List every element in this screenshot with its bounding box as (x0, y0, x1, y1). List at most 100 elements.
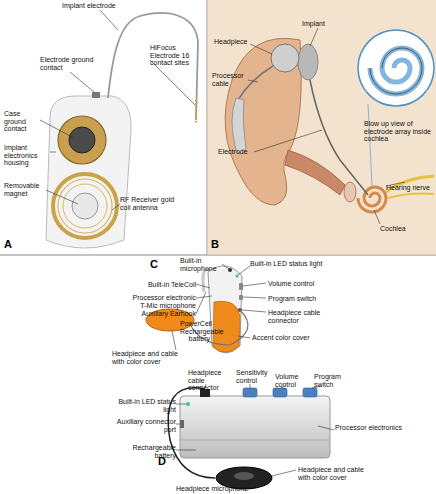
part-label: Headpiece and cable with color cover (298, 466, 378, 481)
part-label: Built-in microphone (180, 257, 228, 272)
cochlea-section (370, 48, 422, 94)
part-label: Auxiliary connector port (116, 418, 176, 433)
part-label: PowerCell Rechargeable battery (180, 320, 210, 343)
leader-line (254, 130, 322, 152)
leader-line (196, 284, 210, 288)
part-label: Removable magnet (4, 182, 48, 197)
ear-processor-drawing (146, 266, 248, 353)
part-label: Blow up view of electrode array inside c… (364, 120, 434, 143)
leader-line (112, 204, 120, 210)
electrode-lead (108, 13, 198, 120)
leader-line (250, 384, 251, 388)
part-label: Sensitivity control (236, 369, 272, 384)
led-light (186, 402, 190, 406)
headpiece-disc (271, 44, 299, 72)
part-label: Program switch (314, 373, 354, 388)
part-label: T-Mic microphone (120, 302, 196, 310)
part-label: RF Receiver gold coil antenna (120, 196, 182, 211)
leader-line (272, 470, 296, 476)
electrode-path (310, 80, 368, 195)
leader-line (238, 266, 250, 275)
part-label: Built-in LED status light (116, 398, 176, 413)
coil-winding (58, 179, 112, 233)
leader-line (242, 310, 266, 312)
headpiece-center (234, 472, 254, 480)
part-label: HiFocus Electrode 16 contact sites (150, 44, 194, 67)
part-label: Implant electronics housing (4, 144, 50, 167)
leader-line (243, 283, 266, 286)
leader-line (70, 72, 94, 92)
ear-canal (285, 150, 345, 195)
leader-line (318, 426, 334, 430)
leader-line (250, 44, 272, 54)
leader-line (46, 190, 78, 204)
volume-control (239, 283, 243, 290)
panel-letter: A (4, 238, 18, 250)
leader-line (172, 331, 176, 350)
part-label: Processor electronic (120, 294, 196, 302)
leader-line (238, 336, 250, 338)
ear-drawing (207, 0, 436, 255)
implant-body (298, 44, 318, 80)
part-label: Built-in LED status light (250, 260, 330, 268)
leader-line (248, 80, 258, 82)
pinna (225, 38, 301, 205)
part-label: Rechargeable battery (116, 444, 176, 459)
part-label: Processor electronics (335, 424, 405, 432)
part-label: Headpiece cable connector (268, 309, 348, 324)
part-label: Volume control (275, 373, 309, 388)
auxiliary-port (180, 420, 184, 428)
processor-cable (238, 66, 273, 100)
head-skin (207, 0, 436, 255)
hearing-nerve (386, 176, 434, 192)
leader-line (150, 60, 195, 105)
processor-body (208, 266, 242, 353)
part-label: Auxiliary Earhook (120, 310, 196, 318)
leader-line (243, 297, 266, 298)
part-label: Volume control (268, 280, 328, 288)
sensitivity-knob (243, 388, 257, 397)
housing-outline (46, 96, 131, 248)
part-label: Electrode ground contact (40, 56, 100, 71)
program-switch (239, 295, 243, 300)
electrode-ground-contact (92, 92, 100, 98)
coil-winding (63, 184, 107, 228)
leader-line (222, 264, 229, 269)
part-label: Headpiece (214, 38, 254, 46)
part-label: Headpiece microphone (176, 485, 256, 493)
leader-line (310, 28, 318, 46)
panel-b-background (207, 0, 436, 255)
hearing-nerve (388, 194, 434, 199)
leader-line (176, 450, 196, 451)
part-label: Electrode (218, 148, 258, 156)
processor-behind-ear (232, 98, 246, 154)
leader-line (176, 424, 180, 425)
processor-box (180, 396, 330, 458)
removable-magnet (72, 193, 98, 219)
case-ring (58, 116, 106, 164)
part-label: Implant (302, 20, 342, 28)
part-label: Headpiece cable connector (188, 369, 232, 392)
leader-line (196, 292, 206, 314)
leader-line (100, 10, 118, 30)
panel-letter: B (211, 238, 225, 250)
part-label: Accent color cover (252, 334, 322, 342)
leader-line (176, 404, 186, 405)
part-label: Headpiece and cable with color cover (112, 350, 182, 365)
cochlea-spiral (358, 187, 386, 212)
panel-letter: C (150, 258, 164, 270)
part-label: Case ground contact (4, 110, 44, 133)
eardrum (344, 182, 356, 202)
leader-line (40, 120, 74, 138)
coil-antenna (53, 174, 117, 238)
implant-drawing (46, 13, 198, 248)
blow-up-circle (358, 30, 434, 106)
part-label: Program switch (268, 295, 328, 303)
program-knob (303, 388, 317, 397)
case-ground-contact (69, 127, 95, 153)
leader-line (374, 210, 380, 224)
blow-up-pointer (368, 104, 372, 186)
leader-line (50, 152, 56, 153)
